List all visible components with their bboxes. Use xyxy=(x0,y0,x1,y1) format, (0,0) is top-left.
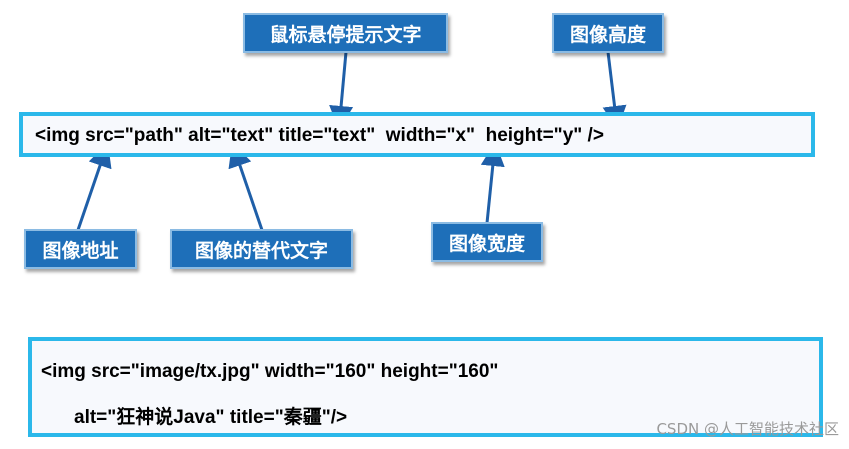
label-title-text: 鼠标悬停提示文字 xyxy=(243,13,448,53)
syntax-code-box: <img src="path" alt="text" title="text" … xyxy=(19,112,815,157)
example-code-box: <img src="image/tx.jpg" width="160" heig… xyxy=(28,337,823,437)
label-height: 图像高度 xyxy=(552,13,664,53)
example-line-2: alt="狂神说Java" title="秦疆"/> xyxy=(74,407,348,428)
label-alt: 图像的替代文字 xyxy=(170,229,353,269)
label-src: 图像地址 xyxy=(24,229,137,269)
arrow-title xyxy=(329,51,354,130)
arrow-width xyxy=(480,142,505,224)
arrow-alt xyxy=(228,142,264,231)
arrow-height xyxy=(602,51,627,130)
syntax-code-line: <img src="path" alt="text" title="text" … xyxy=(35,125,604,146)
example-line-1: <img src="image/tx.jpg" width="160" heig… xyxy=(41,361,499,382)
arrow-src xyxy=(76,142,112,231)
label-width: 图像宽度 xyxy=(431,222,543,262)
watermark-text: CSDN @人工智能技术社区 xyxy=(656,420,839,438)
